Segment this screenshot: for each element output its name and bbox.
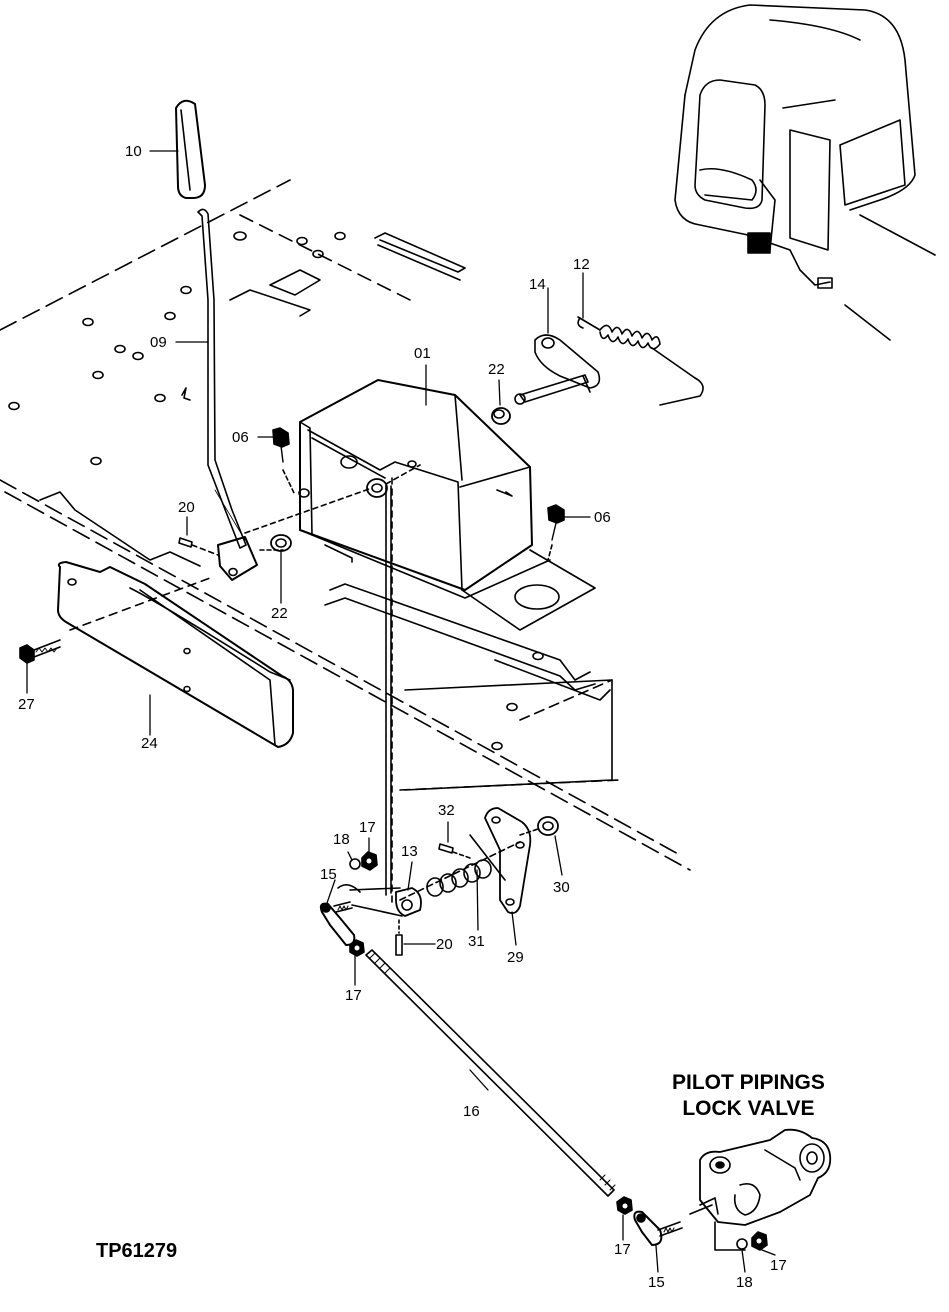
callout-06-upper: 06 — [232, 429, 249, 446]
nut-17-mid — [349, 939, 365, 957]
lever-rod — [197, 208, 258, 581]
link-plate — [399, 807, 532, 915]
callout-18-lower: 18 — [736, 1274, 753, 1291]
floor-plate — [0, 179, 691, 871]
lever-knob — [175, 99, 206, 199]
callout-17-upper: 17 — [359, 819, 376, 836]
callout-18-upper: 18 — [333, 831, 350, 848]
figure-id: TP61279 — [96, 1240, 178, 1262]
spacer-30 — [519, 816, 559, 836]
callout-17-mid: 17 — [345, 987, 362, 1004]
leader-lines — [26, 150, 776, 1273]
callout-13: 13 — [401, 843, 418, 860]
callout-01: 01 — [414, 345, 431, 362]
bolt-upper — [272, 427, 296, 496]
callout-14: 14 — [529, 276, 546, 293]
spring — [577, 316, 704, 406]
washer-18-lower — [736, 1238, 748, 1250]
vertical-rod — [385, 477, 393, 906]
callout-15-lower: 15 — [648, 1274, 665, 1291]
callout-12: 12 — [573, 256, 590, 273]
callout-27: 27 — [18, 696, 35, 713]
callout-20-lower: 20 — [436, 936, 453, 953]
rod-end-lower — [633, 1210, 683, 1246]
nut-17-lower-right — [751, 1231, 768, 1251]
callout-17-lower-left: 17 — [614, 1241, 631, 1258]
washer-18-upper — [349, 858, 361, 870]
callout-22-upper: 22 — [488, 361, 505, 378]
pin-lower — [438, 843, 471, 859]
callout-20-upper: 20 — [178, 499, 195, 516]
callout-10: 10 — [125, 143, 142, 160]
caption-line-1: PILOT PIPINGS — [672, 1071, 825, 1094]
lock-valve-caption: PILOT PIPINGS LOCK VALVE — [672, 1070, 825, 1123]
callout-22-lower: 22 — [271, 605, 288, 622]
washer-stack — [426, 859, 492, 897]
callout-32: 32 — [438, 802, 455, 819]
nut-17-upper — [361, 851, 378, 871]
rod-end-upper — [319, 901, 356, 946]
callout-30: 30 — [553, 879, 570, 896]
bracket-box — [298, 379, 596, 631]
callout-16: 16 — [463, 1103, 480, 1120]
callout-29: 29 — [507, 949, 524, 966]
spring-lever — [514, 334, 601, 405]
callout-31: 31 — [468, 933, 485, 950]
spacer-upper — [491, 407, 511, 425]
pin-upper — [178, 537, 219, 556]
callout-15-upper: 15 — [320, 866, 337, 883]
callout-17-lower-right: 17 — [770, 1257, 787, 1274]
cover-plate — [57, 561, 294, 748]
pin-20-lower — [395, 919, 403, 956]
bolt-right — [547, 504, 565, 561]
spacer-lower — [259, 534, 292, 552]
callout-06-right: 06 — [594, 509, 611, 526]
lock-valve — [689, 1128, 832, 1251]
nut-17-lower-left — [616, 1196, 633, 1215]
callout-09: 09 — [150, 334, 167, 351]
callout-24: 24 — [141, 735, 158, 752]
cover-bolt — [19, 639, 61, 664]
caption-line-2: LOCK VALVE — [682, 1097, 815, 1121]
bushing-13 — [337, 884, 422, 917]
cab-sketch — [674, 4, 936, 341]
long-rod — [365, 949, 616, 1197]
pivot-shaft — [244, 464, 421, 534]
